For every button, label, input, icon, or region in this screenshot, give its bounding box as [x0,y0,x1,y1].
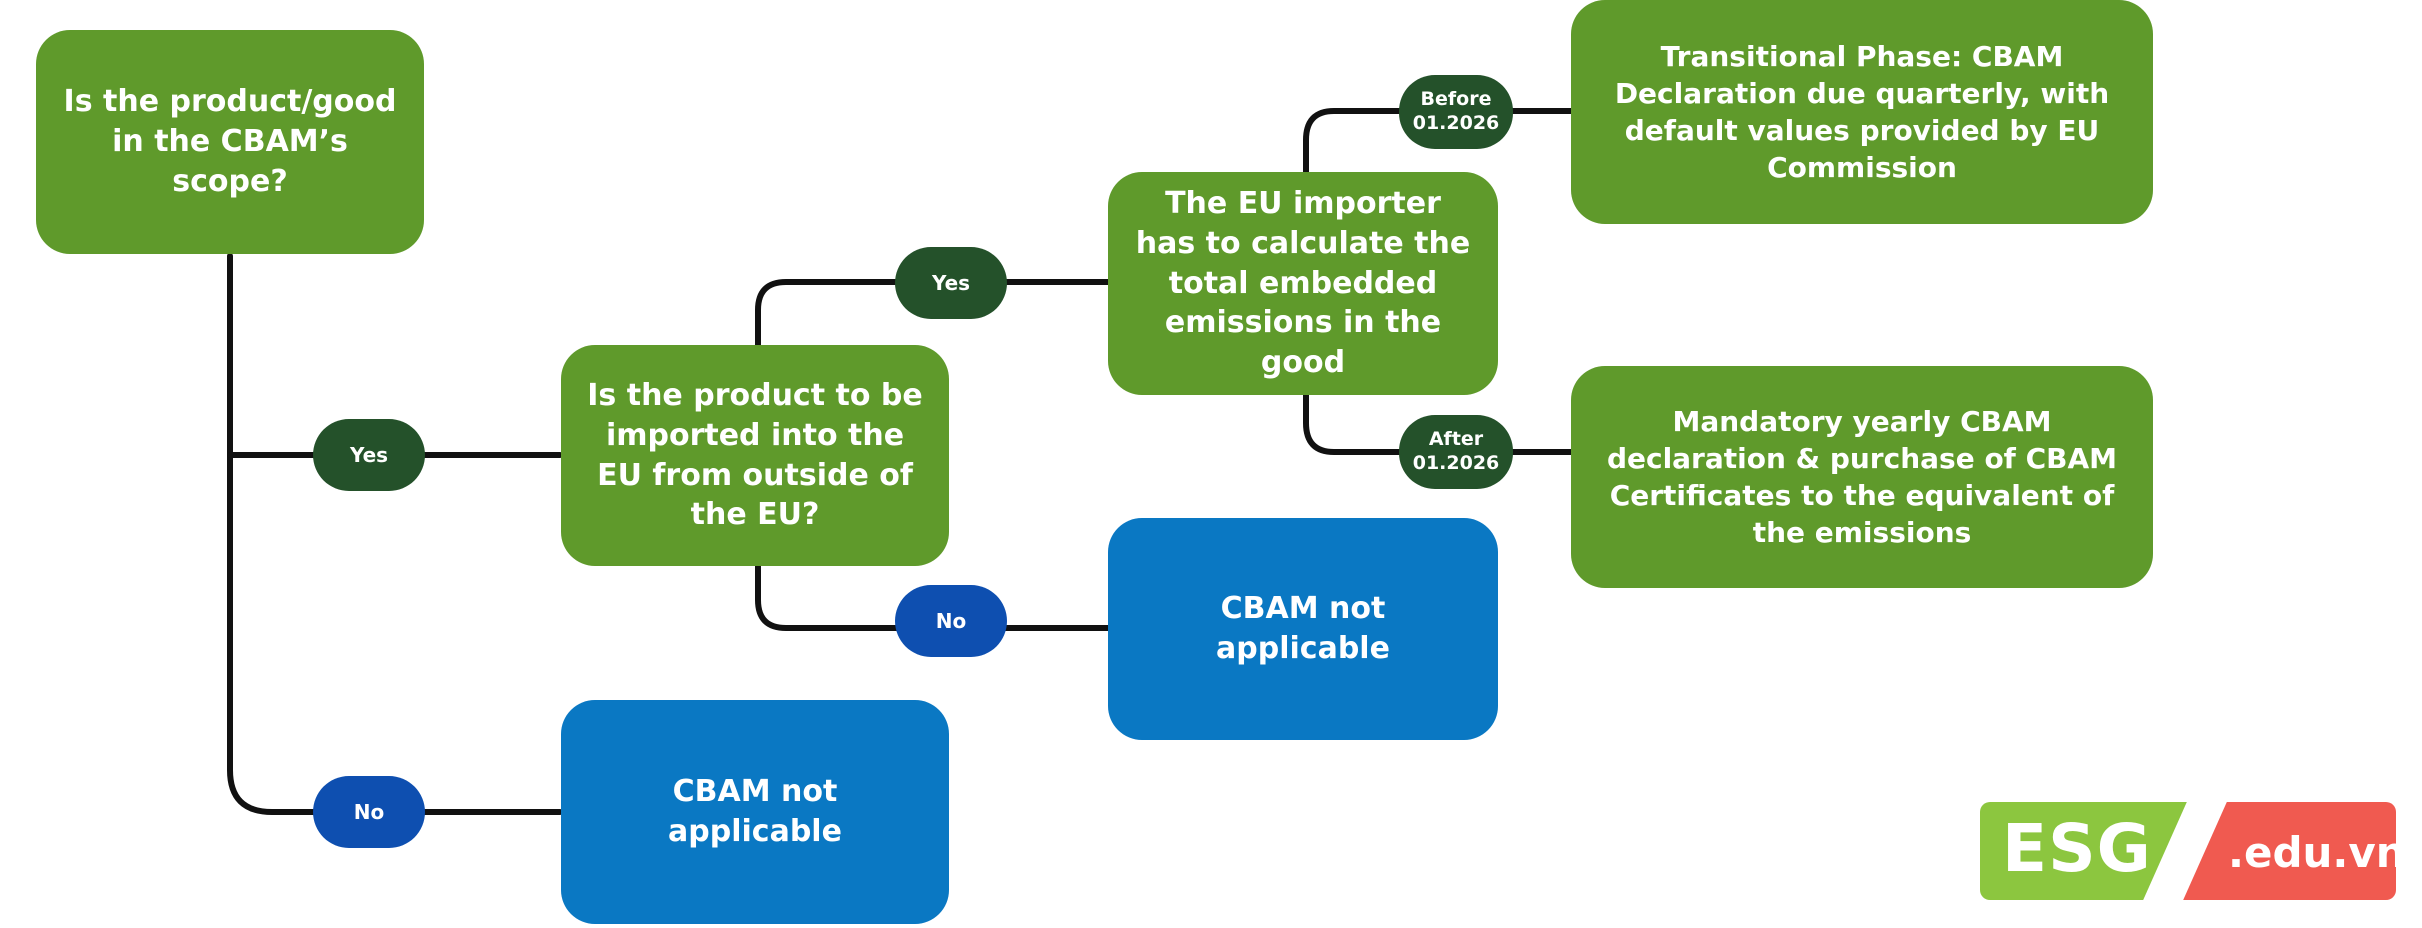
connector-scope [227,253,563,815]
esg-edu-logo: ESG .edu.vn [1980,802,2406,900]
node-transitional-phase: Transitional Phase: CBAM Declaration due… [1571,0,2153,224]
node-calc-emissions: The EU importer has to calculate the tot… [1108,172,1498,395]
logo-text-esg: ESG [2002,810,2152,887]
label-import-yes: Yes [895,247,1007,319]
label-before-2026: Before 01.2026 [1399,75,1513,149]
connector-before [1303,108,1574,175]
logo-text-domain: .edu.vn [2228,828,2406,877]
connector-after [1303,391,1574,455]
label-import-no: No [895,585,1007,657]
node-not-applicable-scope: CBAM not applicable [561,700,949,924]
connector-import-no [755,562,1111,631]
node-q-import: Is the product to be imported into the E… [561,345,949,566]
node-mandatory-declaration: Mandatory yearly CBAM declaration & purc… [1571,366,2153,588]
label-scope-no: No [313,776,425,848]
node-not-applicable-import: CBAM not applicable [1108,518,1498,740]
label-scope-yes: Yes [313,419,425,491]
node-q-scope: Is the product/good in the CBAM’s scope? [36,30,424,254]
label-after-2026: After 01.2026 [1399,415,1513,489]
connector-import-yes [755,279,1111,348]
